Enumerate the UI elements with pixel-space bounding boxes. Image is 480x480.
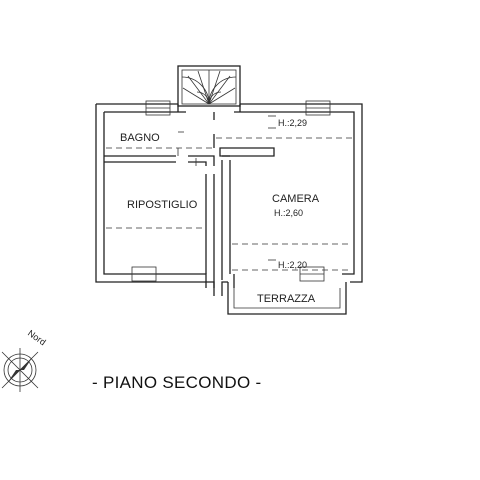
floor-title: - PIANO SECONDO - <box>92 373 261 392</box>
height-label-camera: H.:2,60 <box>274 208 303 218</box>
interior-walls <box>104 112 275 288</box>
north-compass <box>1 348 39 392</box>
height-label-corridor: H.:2,29 <box>278 118 307 128</box>
room-label-camera: CAMERA <box>272 193 320 205</box>
room-label-ripostiglio: RIPOSTIGLIO <box>127 199 198 211</box>
room-label-terrazza: TERRAZZA <box>257 293 316 305</box>
terrace <box>227 282 347 315</box>
compass-label: Nord <box>26 328 48 347</box>
windows <box>131 100 331 282</box>
door-marks <box>177 115 276 261</box>
ceiling-lines <box>106 137 352 271</box>
staircase <box>177 65 241 107</box>
height-label-camera-low: H.:2,20 <box>278 260 307 270</box>
room-label-bagno: BAGNO <box>120 132 160 144</box>
outer-walls <box>95 103 363 296</box>
